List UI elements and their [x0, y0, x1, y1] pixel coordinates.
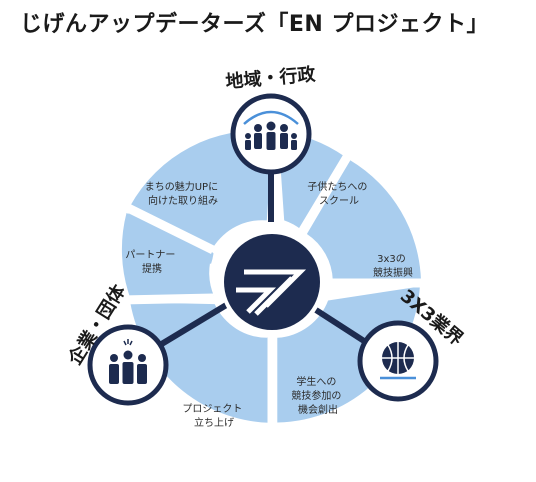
business-people-icon — [109, 339, 147, 384]
spoke-left — [153, 301, 230, 351]
label-line: 向けた取り組み — [148, 194, 218, 207]
label-line: 競技参加の — [291, 389, 341, 402]
separator-top-right — [298, 149, 354, 235]
page-title: じげんアップデーターズ「EN プロジェクト」 — [20, 12, 490, 37]
basketball-icon — [380, 342, 416, 380]
center-logo — [220, 230, 324, 334]
label-line: スクール — [319, 195, 359, 207]
label-line: 学生への — [296, 375, 336, 388]
label-line: 提携 — [142, 262, 162, 275]
label-line: 3x3の — [377, 254, 406, 265]
segment-label-right-upper: 3x3の 競技振興 — [373, 254, 413, 279]
hub-top-label: 地域・行政 — [225, 63, 318, 93]
segment-right-upper — [306, 160, 421, 281]
segment-label-top-left: まちの魅力UPに 向けた取り組み — [145, 180, 222, 207]
segment-label-right-lower: 学生への 競技参加の 機会創出 — [291, 375, 344, 416]
segment-labels: まちの魅力UPに 向けた取り組み 子供たちへの スクール 3x3の 競技振興 学… — [125, 180, 413, 429]
label-line: 競技振興 — [373, 266, 413, 279]
label-line: まちの魅力UPに — [145, 180, 218, 193]
segment-right-lower — [277, 286, 420, 423]
label-line: プロジェクト — [182, 403, 242, 415]
ring-separators — [114, 149, 430, 430]
hub-right: 3X3業界 — [357, 285, 468, 402]
label-line: パートナー — [125, 249, 175, 261]
segment-label-bottom: プロジェクト 立ち上げ — [182, 403, 245, 429]
segment-label-left-upper: パートナー 提携 — [125, 249, 178, 275]
separator-top-left — [114, 197, 215, 255]
ring — [121, 130, 421, 423]
label-line: 機会創出 — [298, 403, 338, 416]
hub-top: 地域・行政 — [225, 63, 318, 175]
segment-label-top-right: 子供たちへの スクール — [307, 180, 370, 207]
segment-bottom — [130, 302, 269, 423]
label-line: 子供たちへの — [307, 180, 367, 193]
segment-left-upper-main — [121, 213, 214, 297]
family-icon — [243, 110, 299, 150]
separator-left — [123, 293, 215, 305]
label-line: 立ち上げ — [194, 416, 234, 429]
en-logo-icon — [236, 269, 307, 316]
